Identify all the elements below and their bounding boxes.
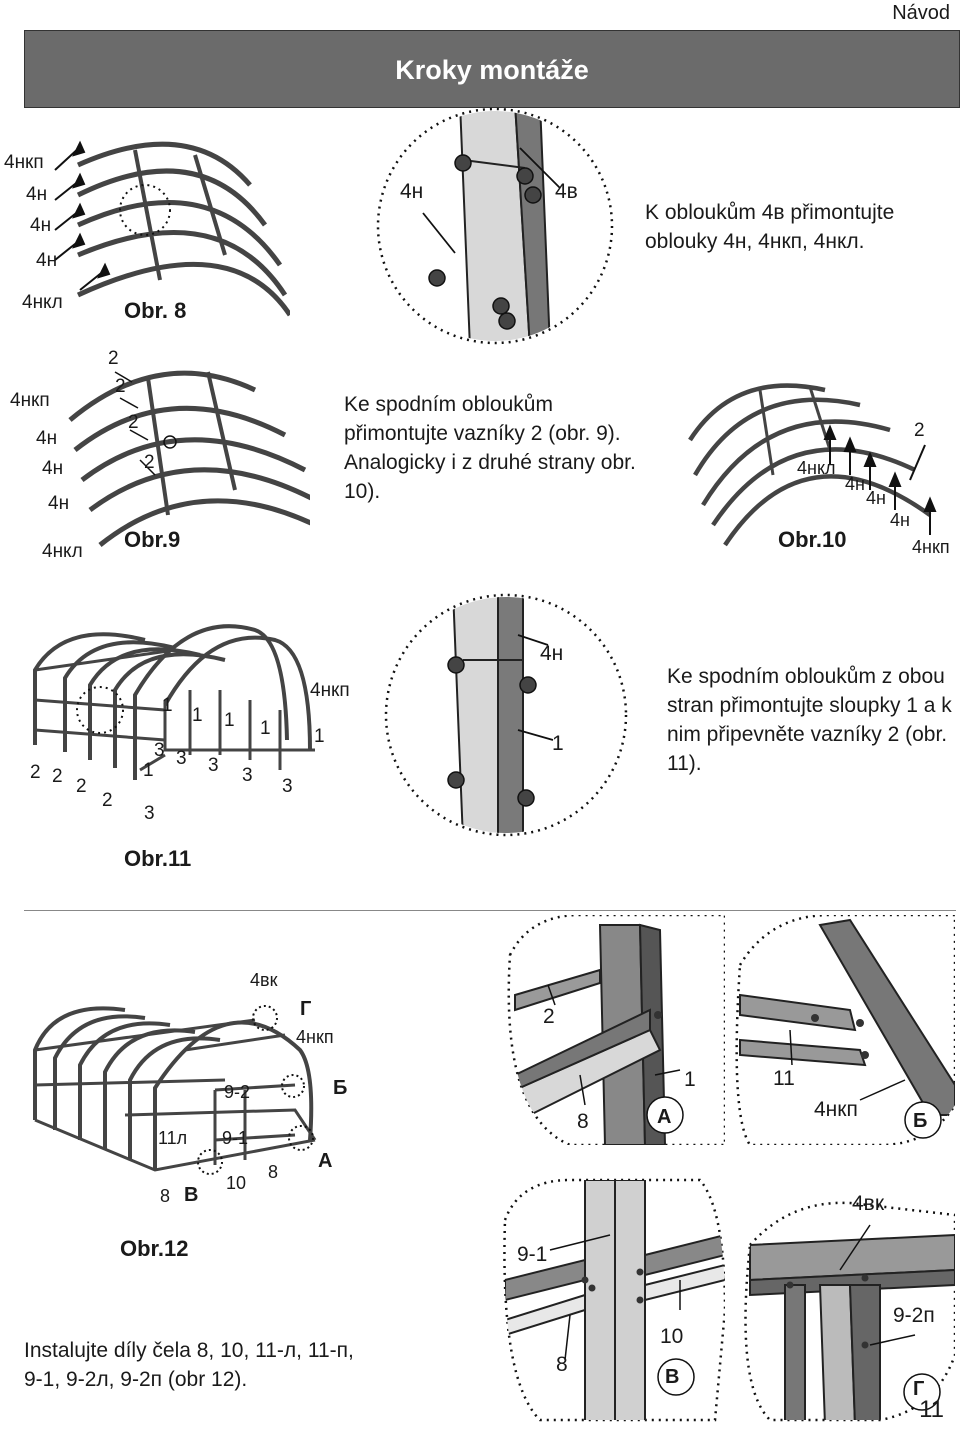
separator-2 (24, 910, 956, 911)
detail-v-tag: В (665, 1366, 680, 1388)
obr8-label-n1: 4н (26, 184, 48, 205)
page-number: 11 (919, 1396, 944, 1423)
obr11-label-2a: 2 (30, 762, 41, 783)
detail-g-92p: 9-2п (893, 1304, 935, 1327)
detail-v (503, 1178, 725, 1422)
obr9-label-2d: 2 (144, 452, 155, 473)
detail-a (507, 915, 725, 1145)
obr12-label-11l: 11л (158, 1128, 188, 1148)
obr8-caption: Obr. 8 (124, 298, 187, 323)
obr12-illustration (33, 1005, 317, 1175)
section-label: Návod (892, 2, 950, 24)
obr9-label-n1: 4н (36, 428, 58, 449)
obr12-label-a: А (318, 1150, 333, 1172)
obr9-label-n3: 4н (48, 493, 70, 514)
obr11-detail-top: 4н (540, 642, 564, 665)
detail-g-tag: Г (913, 1378, 925, 1400)
obr11-label-3b: 3 (176, 748, 187, 769)
obr12-label-8a: 8 (160, 1186, 171, 1206)
obr9-label-nkl: 4нкл (42, 541, 83, 562)
obr12-label-91: 9-1 (222, 1128, 249, 1148)
obr11-label-1c: 1 (224, 710, 235, 731)
obr9-label-2b: 2 (115, 376, 126, 397)
obr9-label-2a: 2 (108, 348, 119, 369)
obr10-caption: Obr.10 (778, 527, 847, 552)
obr8-label-n3: 4н (36, 250, 58, 271)
obr9-label-nkp: 4нкп (10, 390, 50, 411)
obr9-illustration (68, 370, 310, 547)
obr11-label-2c: 2 (76, 776, 87, 797)
obr11-label-3d: 3 (242, 765, 253, 786)
obr10-illustration (688, 383, 937, 547)
obr12-label-nkp: 4нкп (296, 1027, 334, 1047)
obr10-label-nkl: 4нкл (797, 458, 836, 478)
obr12-label-10: 10 (226, 1173, 247, 1193)
detail-a-one: 1 (684, 1068, 696, 1091)
obr11-label-3f: 3 (144, 803, 155, 824)
obr12-label-g: Г (300, 998, 312, 1020)
obr9-caption: Obr.9 (124, 527, 181, 552)
obr12-label-8b: 8 (268, 1162, 279, 1182)
obr12-label-vk: 4вк (250, 970, 278, 990)
obr11-label-1e: 1 (314, 726, 325, 747)
detail-g-vk: 4вк (852, 1192, 885, 1215)
detail-b-tag: Б (913, 1110, 928, 1132)
obr9-label-n2: 4н (42, 458, 64, 479)
obr12-label-92: 9-2 (224, 1082, 251, 1102)
obr8-detail (376, 107, 614, 345)
obr11-detail (384, 593, 628, 837)
step11-text: Ke spodním obloukům z obou stran přimont… (667, 665, 952, 775)
step12-text: Instalujte díly čela 8, 10, 11-л, 11-п, … (24, 1339, 354, 1391)
detail-v-ten: 10 (660, 1325, 684, 1348)
obr11-label-2b: 2 (52, 766, 63, 787)
title-bar: Kroky montáže (24, 30, 960, 108)
obr11-label-1d: 1 (260, 718, 271, 739)
obr12-label-v: В (184, 1184, 199, 1206)
obr8-detail-right: 4в (555, 180, 578, 203)
detail-b (735, 915, 955, 1145)
obr8-label-n2: 4н (30, 215, 52, 236)
obr11-label-3e: 3 (282, 776, 293, 797)
detail-a-two: 2 (543, 1005, 555, 1028)
obr10-label-n2: 4н (866, 488, 886, 508)
obr11-label-2d: 2 (102, 790, 113, 811)
obr10-label-nkp: 4нкп (912, 537, 950, 557)
obr11-label-3a: 3 (154, 740, 165, 761)
detail-v-eight: 8 (556, 1353, 568, 1376)
obr11-label-1f: 1 (143, 760, 154, 781)
obr11-label-3c: 3 (208, 755, 219, 776)
obr12-caption: Obr.12 (120, 1236, 189, 1261)
page-title: Kroky montáže (395, 55, 589, 85)
obr9-label-2c: 2 (128, 412, 139, 433)
step8-text: K obloukům 4в přimontujte oblouky 4н, 4н… (645, 201, 895, 253)
obr8-label-nkp: 4нкп (4, 152, 44, 173)
obr12-label-b: Б (333, 1077, 348, 1099)
detail-g (744, 1201, 955, 1422)
detail-a-eight: 8 (577, 1110, 589, 1133)
obr10-label-2: 2 (914, 420, 925, 441)
detail-b-eleven: 11 (773, 1067, 795, 1090)
obr11-label-nkp: 4нкп (310, 680, 350, 701)
obr10-label-n3: 4н (890, 510, 910, 530)
obr8-label-nkl: 4нкл (22, 292, 63, 313)
detail-v-91: 9-1 (517, 1243, 548, 1266)
step9-text: Ke spodním obloukům přimontujte vazníky … (344, 393, 636, 503)
detail-b-nkp: 4нкп (814, 1098, 858, 1121)
detail-a-tag: А (657, 1106, 672, 1128)
obr11-detail-side: 1 (552, 732, 564, 755)
obr11-label-1a: 1 (162, 695, 173, 716)
obr8-illustration (54, 140, 290, 317)
obr11-illustration (33, 624, 315, 780)
obr11-label-1b: 1 (192, 705, 203, 726)
obr8-detail-left: 4н (400, 180, 424, 203)
obr10-label-n1: 4н (845, 474, 865, 494)
obr11-caption: Obr.11 (124, 846, 192, 871)
